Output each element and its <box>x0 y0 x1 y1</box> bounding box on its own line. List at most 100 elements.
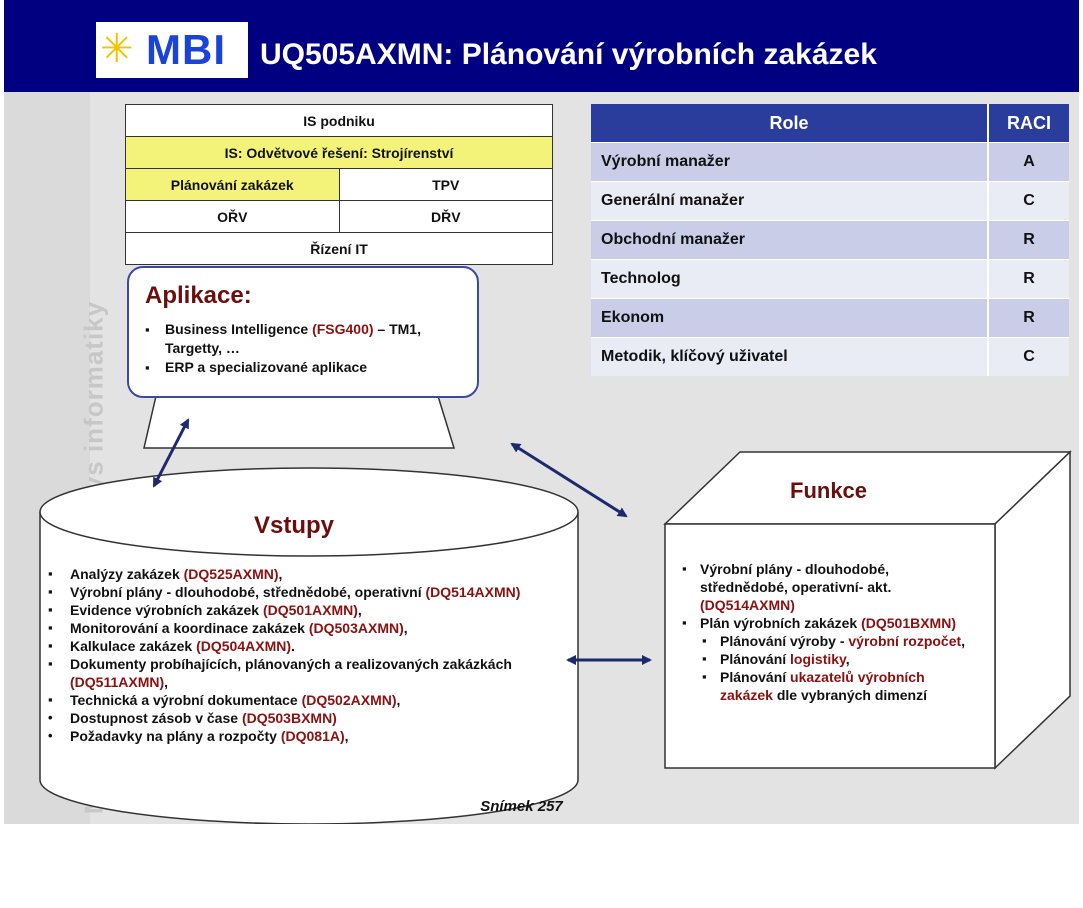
list-item: ERP a specializované aplikace <box>143 358 473 377</box>
item-code: (DQ514AXMN) <box>700 597 795 613</box>
table-row: Technolog R <box>591 259 1069 299</box>
aplikace-list: Business Intelligence (FSG400) – TM1, Ta… <box>143 320 473 377</box>
item-tail: , <box>961 633 966 649</box>
item-text: Technická a výrobní dokumentace <box>70 692 302 708</box>
list-item: Dostupnost zásob v čase (DQ503BXMN) <box>42 709 542 727</box>
raci-value: R <box>988 259 1069 299</box>
item-tail: , <box>396 692 401 708</box>
item-highlight: ukazatelů výrobních zakázek <box>720 669 925 703</box>
list-item: Dokumenty probíhajících, plánovaných a r… <box>42 655 542 691</box>
funkce-title: Funkce <box>790 478 868 503</box>
raci-role: Ekonom <box>591 298 989 338</box>
item-code: (DQ081A) <box>280 728 345 744</box>
list-item: Výrobní plány - dlouhodobé, střednědobé,… <box>678 560 978 614</box>
vstupy-list: Analýzy zakázek (DQ525AXMN), Výrobní plá… <box>42 565 542 745</box>
item-code: (DQ525AXMN) <box>183 566 279 582</box>
raci-role: Výrobní manažer <box>591 142 989 182</box>
item-highlight: logistiky <box>790 651 846 667</box>
monitor-stand <box>143 395 456 449</box>
raci-role: Metodik, klíčový uživatel <box>591 337 989 376</box>
item-code: (DQ504AXMN) <box>196 638 291 654</box>
is-row-rizeni-it: Řízení IT <box>125 232 553 265</box>
raci-value: A <box>988 142 1069 182</box>
item-text: Plánování <box>720 651 791 667</box>
list-subitem: Plánování logistiky, <box>678 650 978 668</box>
item-tail: , <box>278 566 283 582</box>
raci-header-raci: RACI <box>988 104 1069 143</box>
list-subitem: Plánování ukazatelů výrobních zakázek dl… <box>678 668 978 704</box>
item-tail: dle vybraných dimenzí <box>772 687 927 703</box>
list-item: Technická a výrobní dokumentace (DQ502AX… <box>42 691 542 709</box>
slide-number-text: Snímek 257 <box>480 798 563 815</box>
table-row: Metodik, klíčový uživatel C <box>591 337 1069 376</box>
item-code: (DQ503BXMN) <box>241 710 337 726</box>
sun-icon: ✳ <box>100 27 134 71</box>
list-subitem: Plánování výroby - výrobní rozpočet, <box>678 632 978 650</box>
raci-table: Role RACI Výrobní manažer A Generální ma… <box>591 104 1069 376</box>
logo-text: MBI <box>146 26 226 73</box>
mbi-logo: ✳ MBI <box>96 22 248 78</box>
raci-header-role: Role <box>591 104 989 143</box>
raci-value: R <box>988 298 1069 338</box>
item-code: (DQ514AXMN) <box>425 584 521 600</box>
slide-number: Snímek 257 <box>0 798 1083 815</box>
item-code: (DQ511AXMN) <box>70 674 165 690</box>
raci-role: Obchodní manažer <box>591 220 989 260</box>
is-cell-orv: OŘV <box>125 200 340 233</box>
item-tail: , <box>845 651 850 667</box>
item-text: Výrobní plány - dlouhodobé, střednědobé,… <box>70 584 426 600</box>
is-row-podnik: IS podniku <box>125 104 553 137</box>
table-row: Obchodní manažer R <box>591 220 1069 260</box>
table-row: Generální manažer C <box>591 181 1069 221</box>
arrow-app-funkce <box>510 442 628 518</box>
table-row: Ekonom R <box>591 298 1069 338</box>
list-item: Analýzy zakázek (DQ525AXMN), <box>42 565 542 583</box>
vstupy-title: Vstupy <box>254 512 335 539</box>
raci-role: Technolog <box>591 259 989 299</box>
item-text: Dokumenty probíhajících, plánovaných a r… <box>70 656 512 672</box>
item-text: Plán výrobních zakázek <box>700 615 862 631</box>
item-text: – TM1, Targetty, … <box>165 321 421 356</box>
item-text: Monitorování a koordinace zakázek <box>70 620 309 636</box>
arrow-app-vstupy <box>152 418 190 488</box>
list-item: Kalkulace zakázek (DQ504AXMN). <box>42 637 542 655</box>
item-text: Výrobní plány - dlouhodobé, střednědobé,… <box>700 561 892 595</box>
aplikace-monitor: Aplikace: Business Intelligence (FSG400)… <box>127 266 479 398</box>
item-text: Evidence výrobních zakázek <box>70 602 263 618</box>
raci-value: C <box>988 337 1069 376</box>
item-text: Plánování <box>720 669 791 685</box>
is-row-odvetvove: IS: Odvětvové řešení: Strojírenství <box>125 136 553 169</box>
raci-role: Generální manažer <box>591 181 989 221</box>
item-text: Požadavky na plány a rozpočty <box>70 728 281 744</box>
is-table: IS podniku IS: Odvětvové řešení: Strojír… <box>125 104 553 265</box>
list-item: Evidence výrobních zakázek (DQ501AXMN), <box>42 601 542 619</box>
list-item: Požadavky na plány a rozpočty (DQ081A), <box>42 727 542 745</box>
item-text: Kalkulace zakázek <box>70 638 197 654</box>
item-code: (DQ502AXMN) <box>301 692 397 708</box>
table-row: Výrobní manažer A <box>591 142 1069 182</box>
item-tail: , <box>344 728 349 744</box>
item-tail: , <box>357 602 362 618</box>
item-tail: , <box>403 620 408 636</box>
list-item: Plán výrobních zakázek (DQ501BXMN) <box>678 614 978 632</box>
item-code: (DQ501AXMN) <box>262 602 358 618</box>
item-text: Plánování výroby - <box>720 633 849 649</box>
list-item: Výrobní plány - dlouhodobé, střednědobé,… <box>42 583 542 601</box>
slide-title: UQ505AXMN: Plánování výrobních zakázek <box>260 38 877 71</box>
is-cell-planovani: Plánování zakázek <box>125 168 340 201</box>
item-tail: . <box>291 638 295 654</box>
item-tail: , <box>164 674 169 690</box>
aplikace-title: Aplikace: <box>145 282 252 309</box>
is-cell-tpv: TPV <box>338 168 553 201</box>
item-code: (DQ501BXMN) <box>861 615 956 631</box>
item-code: (DQ503AXMN) <box>308 620 404 636</box>
raci-value: C <box>988 181 1069 221</box>
item-text: Business Intelligence <box>165 321 313 337</box>
item-code: (FSG400) <box>312 321 374 337</box>
raci-value: R <box>988 220 1069 260</box>
is-cell-drv: DŘV <box>338 200 553 233</box>
item-text: Analýzy zakázek <box>70 566 184 582</box>
list-item: Monitorování a koordinace zakázek (DQ503… <box>42 619 542 637</box>
item-text: Dostupnost zásob v čase <box>70 710 242 726</box>
funkce-list: Výrobní plány - dlouhodobé, střednědobé,… <box>678 560 978 704</box>
